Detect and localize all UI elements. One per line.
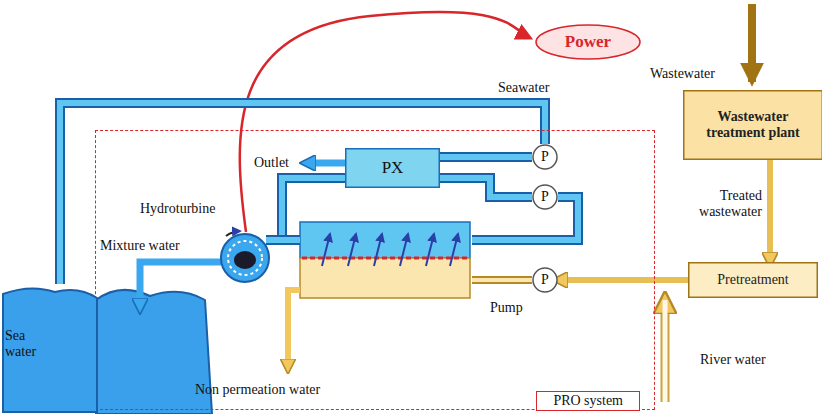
node-text: Pretreatment <box>712 272 794 288</box>
stream-label: Non permeation water <box>195 382 320 398</box>
pump-symbol: P <box>532 184 558 210</box>
water-flux-arrows <box>322 234 458 266</box>
stream-label: Mixture water <box>100 238 180 254</box>
pipe-connector <box>440 178 532 197</box>
node-text: P <box>536 272 554 288</box>
sea-water: Sea water <box>2 284 98 412</box>
pump-symbol: P <box>532 267 558 293</box>
pipe-connector <box>440 157 532 158</box>
node-text: Power <box>560 32 616 52</box>
edge-label: Treated wastewater <box>686 188 762 220</box>
membrane <box>302 257 468 260</box>
hydroturbine <box>221 231 269 282</box>
stream-label: Outlet <box>254 155 289 171</box>
node-text: P <box>536 149 554 165</box>
feed-pipes <box>288 280 665 402</box>
wastewater-arrow <box>748 4 756 82</box>
region-title: PRO system <box>536 391 640 411</box>
stream-label: Wastewater <box>650 66 715 82</box>
treatment-plant-box: Wastewater treatment plant <box>683 90 822 160</box>
component-label: Pump <box>490 300 523 316</box>
sea-basin <box>96 290 212 414</box>
node-text: PX <box>377 158 409 178</box>
node-text: P <box>536 189 554 205</box>
component-label: Hydroturbine <box>140 201 215 217</box>
pressure-exchanger: PX <box>345 148 440 188</box>
edge-label: Seawater <box>498 80 549 96</box>
pump-symbol: P <box>532 144 558 170</box>
stream-label: River water <box>700 352 766 368</box>
node-text: Sea water <box>2 328 52 360</box>
pipe-connector <box>558 280 688 281</box>
pretreatment-box: Pretreatment <box>688 262 818 298</box>
node-text: Wastewater treatment plant <box>683 109 822 141</box>
pro-system-region: PRO system PX P P P <box>95 130 655 410</box>
pipe-connector <box>770 160 771 262</box>
membrane-feed-side <box>300 258 470 298</box>
power-output: Power <box>535 24 641 60</box>
